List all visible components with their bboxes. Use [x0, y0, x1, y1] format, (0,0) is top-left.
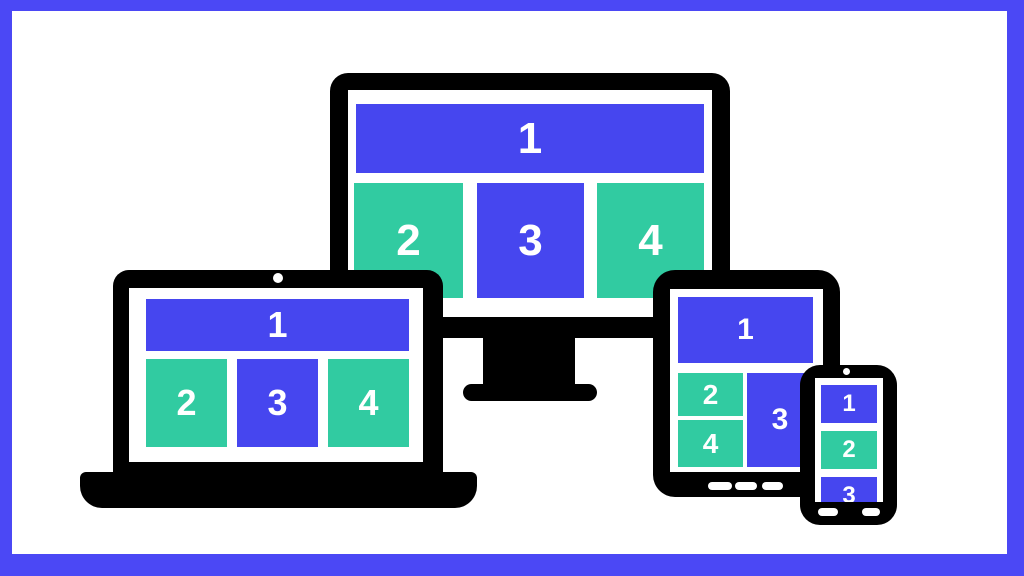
phone-home-button-pill [862, 508, 880, 516]
smartphone: 1 2 3 [800, 365, 897, 525]
laptop-screen: 1 2 3 4 [129, 288, 423, 462]
monitor-stand-neck [483, 330, 575, 388]
phone-home-button-pill [818, 508, 838, 516]
phone-screen: 1 2 3 [815, 378, 883, 502]
phone-layout-block-1: 1 [821, 385, 877, 423]
laptop-layout-block-4: 4 [328, 359, 409, 447]
phone-layout-block-2: 2 [821, 431, 877, 469]
tablet-home-button-pill [735, 482, 757, 490]
tablet-layout-block-1: 1 [678, 297, 813, 363]
page-border-right [1007, 0, 1024, 576]
monitor-stand-base [463, 384, 597, 401]
tablet-screen: 1 2 3 4 [670, 289, 823, 472]
laptop-layout-block-2: 2 [146, 359, 227, 447]
tablet-home-button-pill [708, 482, 732, 490]
page-border-bottom [0, 554, 1024, 576]
tablet-layout-block-2: 2 [678, 373, 743, 416]
page-border-left [0, 0, 12, 576]
laptop-layout-block-1: 1 [146, 299, 409, 351]
laptop-layout-block-3: 3 [237, 359, 318, 447]
tablet-home-button-pill [762, 482, 783, 490]
desktop-layout-block-3: 3 [477, 183, 584, 298]
desktop-layout-block-1: 1 [356, 104, 704, 173]
page-border-top [0, 0, 1024, 11]
phone-camera-dot-icon [843, 368, 850, 375]
phone-layout-block-3: 3 [821, 477, 877, 502]
tablet-layout-block-4: 4 [678, 420, 743, 467]
laptop-base [80, 472, 477, 508]
laptop: 1 2 3 4 [113, 270, 443, 472]
laptop-webcam-dot-icon [273, 273, 283, 283]
